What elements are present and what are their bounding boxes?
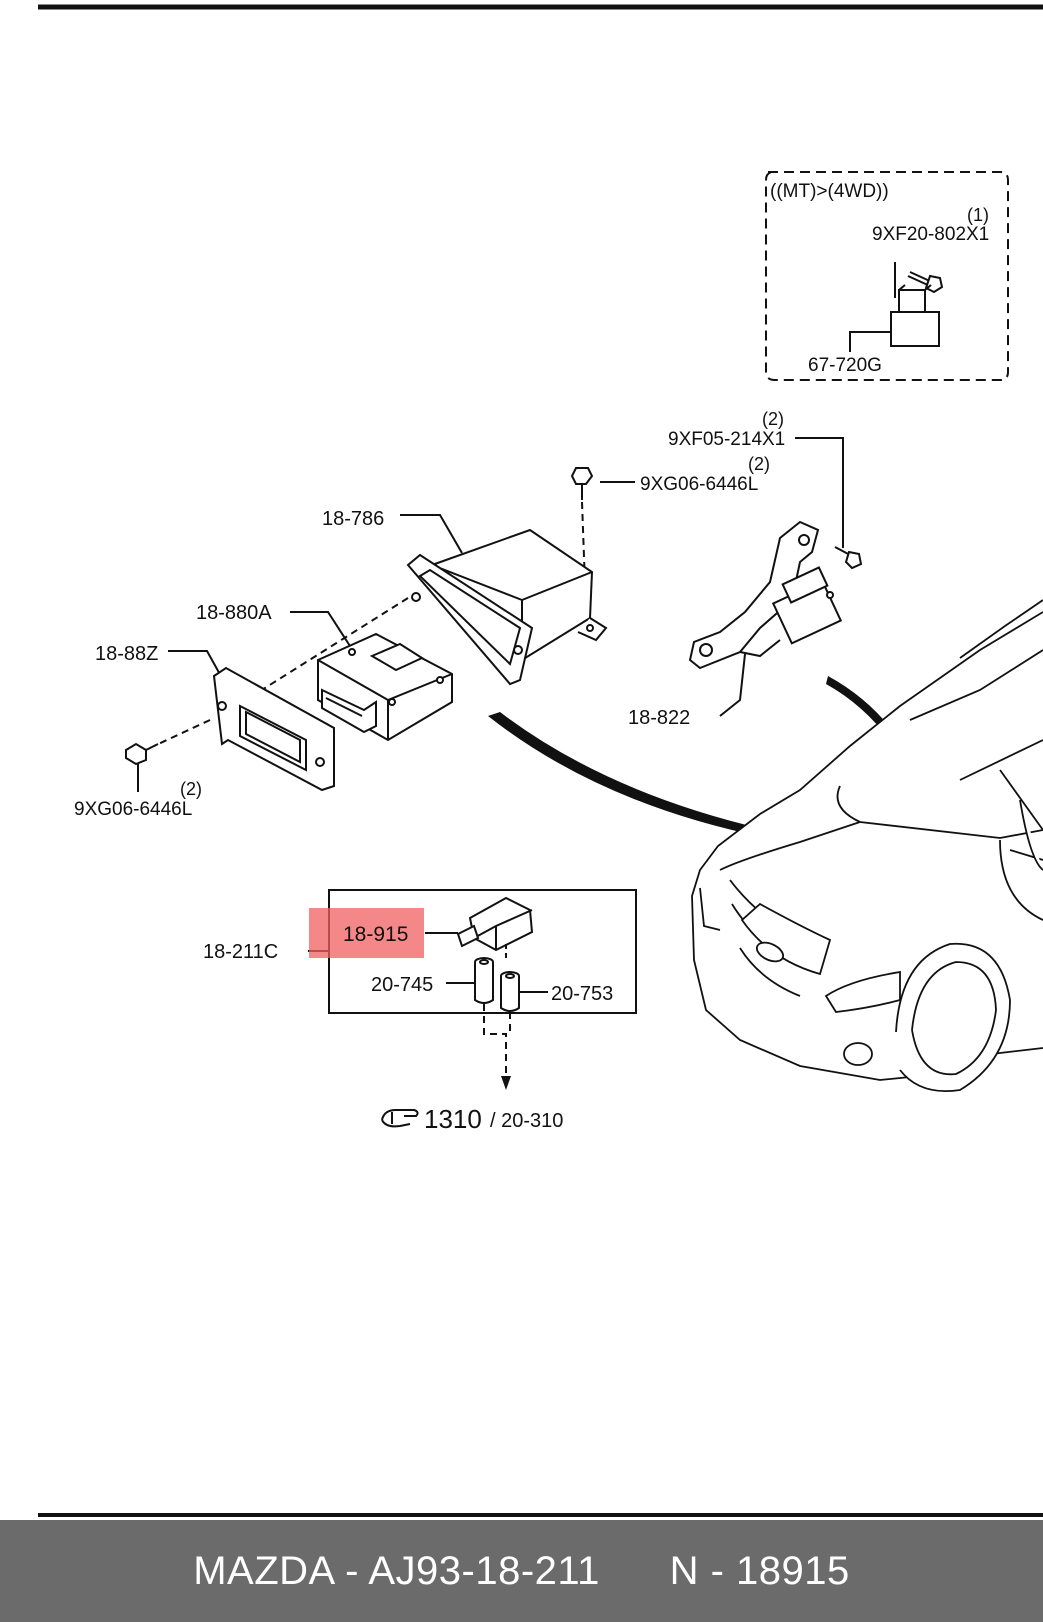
connector-icon <box>456 896 534 952</box>
inset-relay-label: 67-720G <box>808 355 882 376</box>
bracket-assembly <box>688 520 843 670</box>
case-leader <box>400 514 463 554</box>
terminal-a-icon <box>474 957 494 1004</box>
cover-plate-label: 18-88Z <box>95 643 158 665</box>
bracket-label: 18-822 <box>628 707 690 729</box>
bracket-bolt-icon <box>834 546 863 570</box>
top-screw-dash <box>581 501 587 613</box>
bracket-bolt-qty: (2) <box>762 409 784 429</box>
terminal-b-label: 20-753 <box>551 983 613 1005</box>
control-unit-leader <box>290 611 351 647</box>
reference-arrowhead <box>501 1076 511 1090</box>
harness-label: 18-211C <box>203 941 278 963</box>
top-screw-qty: (2) <box>748 454 770 474</box>
bottom-screw-icon <box>125 742 159 766</box>
reference-main: 1310 <box>424 1104 482 1134</box>
connector-label: 18-915 <box>343 923 408 946</box>
highlight-box <box>309 908 424 958</box>
control-unit-icon <box>317 632 453 742</box>
bottom-screw-qty: (2) <box>180 779 202 799</box>
relay-icon <box>890 262 940 347</box>
bottom-screw-label: 9XG06-6446L <box>74 799 192 820</box>
terminal-a-label: 20-745 <box>371 974 433 996</box>
bracket-bolt-label: 9XF05-214X1 <box>668 429 785 450</box>
bracket-bolt-leader <box>795 437 844 548</box>
control-unit-label: 18-880A <box>196 602 272 624</box>
bottom-screw-dash <box>153 719 211 747</box>
reference-dash <box>483 1004 507 1074</box>
reference-sub: / 20-310 <box>490 1110 563 1132</box>
relay-leader <box>849 331 890 352</box>
footer-text: MAZDA - AJ93-18-211 N - 18915 <box>193 1548 850 1593</box>
terminal-b-icon <box>500 971 520 1012</box>
inset-box: ((MT)>(4WD)) (1) 9XF20-802X1 67-720G <box>765 171 1009 381</box>
inset-bolt-label: 9XF20-802X1 <box>872 224 989 245</box>
bracket-leader <box>719 653 746 717</box>
parts-diagram: ((MT)>(4WD)) (1) 9XF20-802X1 67-720G (2)… <box>38 4 1043 1517</box>
top-screw-label: 9XG06-6446L <box>640 474 758 495</box>
footer-bar: MAZDA - AJ93-18-211 N - 18915 <box>0 1520 1043 1622</box>
inset-title: ((MT)>(4WD)) <box>770 181 889 202</box>
case-housing <box>406 528 608 686</box>
inset-qty-label: (1) <box>967 205 989 225</box>
top-screw-icon <box>570 467 594 500</box>
vehicle-illustration <box>691 599 1043 1092</box>
cover-plate-icon <box>212 666 335 792</box>
inset-bolt-icon <box>907 271 944 294</box>
reference-hand-icon <box>381 1109 419 1128</box>
case-label: 18-786 <box>322 508 384 530</box>
cover-plate-leader <box>168 650 223 679</box>
